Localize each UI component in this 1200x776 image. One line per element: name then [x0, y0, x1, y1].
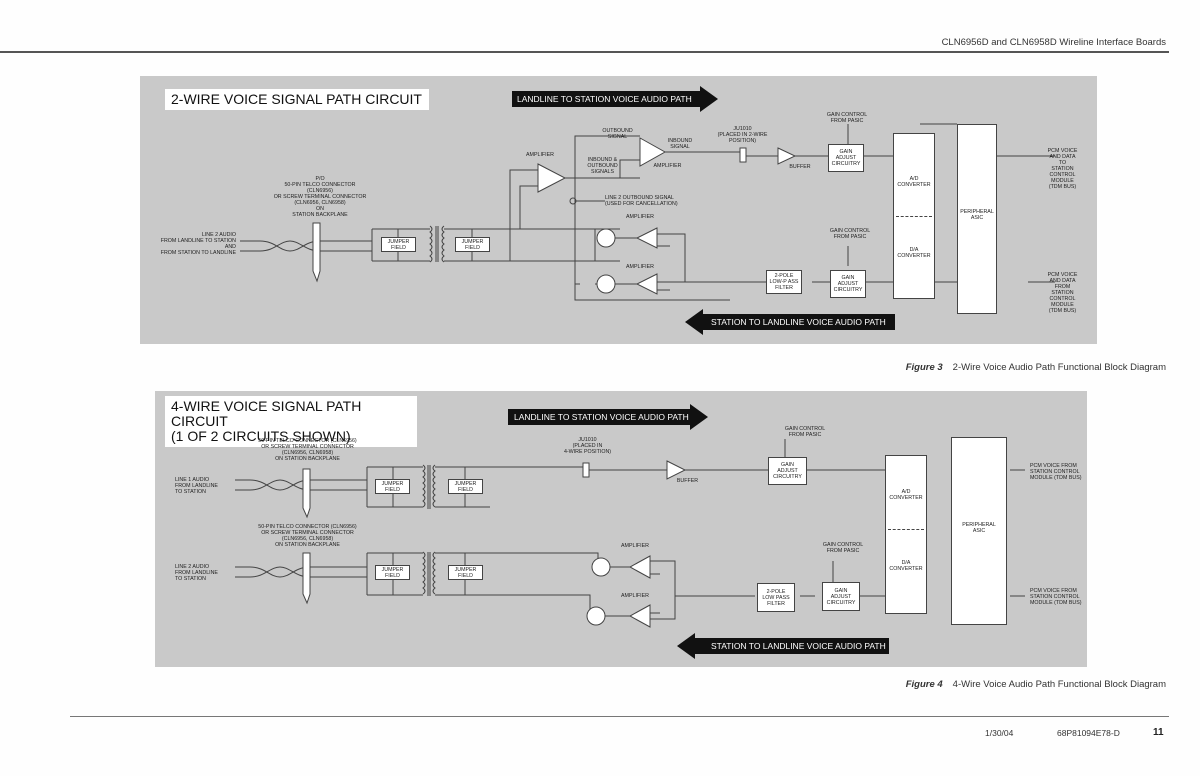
figure-3-diagram: 2-WIRE VOICE SIGNAL PATH CIRCUIT LANDLIN… [140, 76, 1097, 344]
jumper-ju1010-label: JU1010 (PLACED IN 4-WIRE POSITION) [563, 437, 612, 455]
jumper-field-3: JUMPER FIELD [375, 565, 410, 580]
footer-doc-number: 68P81094E78-D [1057, 728, 1120, 738]
figure-4-diagram: 4-WIRE VOICE SIGNAL PATH CIRCUIT (1 OF 2… [155, 391, 1087, 667]
low-pass-filter: 2-POLE LOW-P ASS FILTER [766, 270, 802, 294]
da-converter-label: D/A CONVERTER [889, 560, 923, 572]
arrow-right-icon [508, 404, 708, 430]
footer-rule [70, 716, 1169, 717]
cancellation-label: LINE 2 OUTBOUND SIGNAL (USED FOR CANCELL… [605, 195, 678, 207]
jumper-field-2: JUMPER FIELD [455, 237, 490, 252]
converter-divider [896, 216, 932, 217]
station-to-landline-arrow: STATION TO LANDLINE VOICE AUDIO PATH [685, 309, 895, 335]
amplifier-label-4: AMPLIFIER [626, 264, 654, 270]
amplifier-label-1: AMPLIFIER [526, 152, 554, 158]
buffer-label: BUFFER [676, 478, 699, 484]
landline-to-station-arrow: LANDLINE TO STATION VOICE AUDIO PATH [508, 404, 708, 430]
jumper-field-1: JUMPER FIELD [381, 237, 416, 252]
gain-adjust-top: GAIN ADJUST CIRCUITRY [768, 457, 807, 485]
amplifier-label-1: AMPLIFIER [621, 543, 649, 549]
pcm-out-label: PCM VOICE AND DATA TO STATION CONTROL MO… [1047, 148, 1078, 190]
arrow-right-icon [512, 86, 718, 112]
arrow-left-icon [677, 633, 889, 659]
station-to-landline-arrow: STATION TO LANDLINE VOICE AUDIO PATH [677, 633, 889, 659]
arrow-left-icon [685, 309, 895, 335]
page-number: 11 [1153, 727, 1164, 738]
inbound-signal-label: INBOUND SIGNAL [667, 138, 693, 150]
jumper-ju1010-label: JU1010 (PLACED IN 2-WIRE POSITION) [717, 126, 768, 144]
peripheral-asic-label: PERIPHERAL ASIC [960, 209, 994, 221]
peripheral-asic-block [951, 437, 1007, 625]
line-1-audio-label: LINE 1 AUDIO FROM LANDLINE TO STATION [175, 477, 218, 495]
figure-3-panel-title: 2-WIRE VOICE SIGNAL PATH CIRCUIT [165, 89, 429, 110]
figure-3-wiring [240, 123, 1055, 301]
pcm-out-label: PCM VOICE FROM STATION CONTROL MODULE (T… [1030, 463, 1082, 481]
line-2-audio-label: LINE 2 AUDIO FROM LANDLINE TO STATION AN… [160, 232, 236, 256]
peripheral-asic-block [957, 124, 997, 314]
jumper-field-1: JUMPER FIELD [375, 479, 410, 494]
gain-control-label-top: GAIN CONTROL FROM PASIC [784, 426, 826, 438]
connector-2-label: 50-PIN TELCO CONNECTOR (CLN6956) OR SCRE… [258, 524, 357, 548]
amplifier-label-3: AMPLIFIER [626, 214, 654, 220]
jumper-field-4: JUMPER FIELD [448, 565, 483, 580]
gain-adjust-bottom: GAIN ADJUST CIRCUITRY [830, 270, 866, 298]
buffer-label: BUFFER [789, 164, 811, 170]
jumper-field-2: JUMPER FIELD [448, 479, 483, 494]
peripheral-asic-label: PERIPHERAL ASIC [962, 522, 996, 534]
figure-4-panel-title: 4-WIRE VOICE SIGNAL PATH CIRCUIT (1 OF 2… [165, 396, 417, 447]
ad-converter-label: A/D CONVERTER [889, 489, 923, 501]
landline-to-station-arrow: LANDLINE TO STATION VOICE AUDIO PATH [512, 86, 718, 112]
gain-control-label-top: GAIN CONTROL FROM PASIC [826, 112, 868, 124]
gain-control-label-bottom: GAIN CONTROL FROM PASIC [829, 228, 871, 240]
gain-control-label-bottom: GAIN CONTROL FROM PASIC [822, 542, 864, 554]
connector-1-label: 50-PIN TELCO CONNECTOR (CLN6956) OR SCRE… [258, 438, 357, 462]
amplifier-label-2: AMPLIFIER [621, 593, 649, 599]
connector-label: P/O 50-PIN TELCO CONNECTOR (CLN6956) OR … [273, 176, 367, 218]
running-header: CLN6956D and CLN6958D Wireline Interface… [941, 37, 1166, 48]
converter-divider [888, 529, 924, 530]
gain-adjust-top: GAIN ADJUST CIRCUITRY [828, 144, 864, 172]
inbound-outbound-label: INBOUND & OUTBOUND SIGNALS [587, 157, 618, 175]
pcm-in-label: PCM VOICE FROM STATION CONTROL MODULE (T… [1030, 588, 1082, 606]
header-rule [0, 51, 1169, 53]
amplifier-label-2: AMPLIFIER [653, 163, 682, 169]
gain-adjust-bottom: GAIN ADJUST CIRCUITRY [822, 582, 860, 611]
da-converter-label: D/A CONVERTER [897, 247, 931, 259]
converter-block [885, 455, 927, 614]
low-pass-filter: 2-POLE LOW PASS FILTER [757, 583, 795, 612]
footer-date: 1/30/04 [985, 728, 1014, 738]
outbound-signal-label: OUTBOUND SIGNAL [602, 128, 633, 140]
ad-converter-label: A/D CONVERTER [897, 176, 931, 188]
pcm-in-label: PCM VOICE AND DATA FROM STATION CONTROL … [1047, 272, 1078, 314]
line-2-audio-label: LINE 2 AUDIO FROM LANDLINE TO STATION [175, 564, 218, 582]
